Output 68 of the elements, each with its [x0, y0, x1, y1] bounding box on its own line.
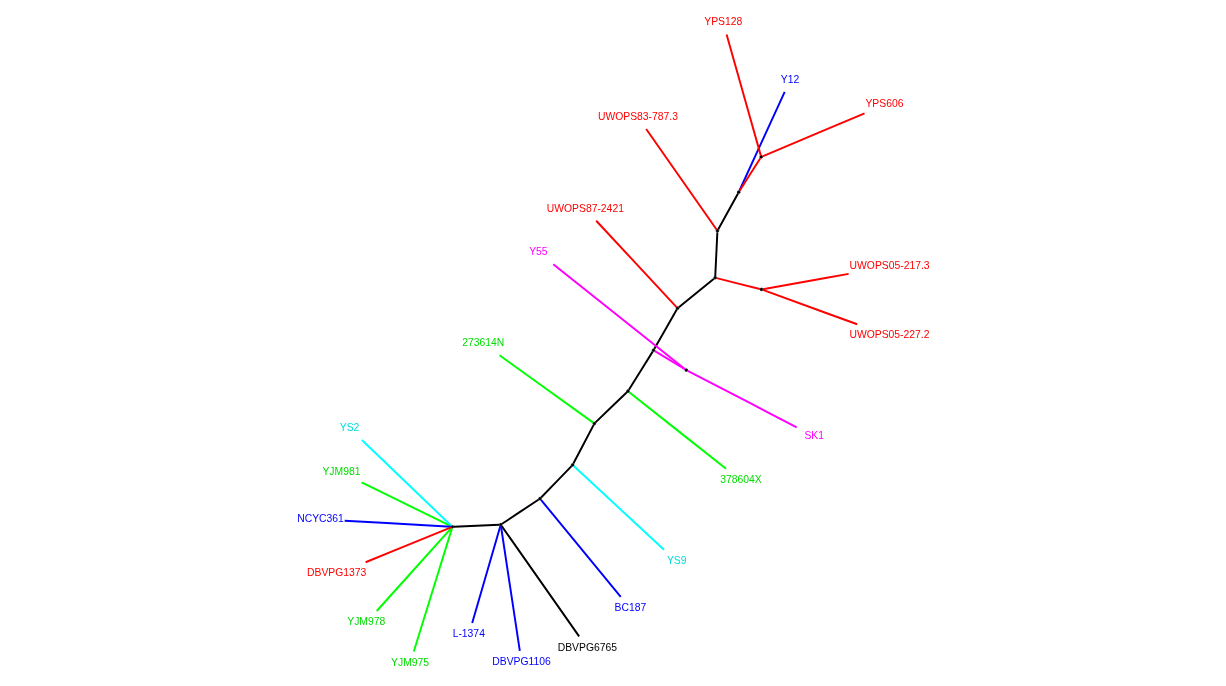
- connector: [594, 391, 628, 424]
- connector: [627, 391, 727, 470]
- node-text: DBVPG1106: [491, 656, 551, 668]
- node-text: YS2: [339, 421, 359, 433]
- node-text: YPS128: [703, 16, 742, 28]
- connector: [725, 33, 762, 157]
- connector: [343, 519, 452, 528]
- node-text: SK1: [803, 429, 824, 441]
- connector: [500, 525, 580, 638]
- node-point: [592, 421, 596, 426]
- node-text: NCYC361: [296, 512, 344, 524]
- connector: [470, 525, 501, 625]
- node-point: [759, 287, 763, 292]
- node-point: [675, 306, 679, 310]
- connector: [761, 289, 858, 326]
- connector: [498, 354, 594, 424]
- connector: [715, 277, 761, 290]
- node-text: DBVPG6765: [557, 641, 617, 653]
- connector: [499, 525, 521, 652]
- node-text: YPS606: [864, 98, 903, 110]
- node-text: UWOPS05-227.2: [848, 329, 929, 341]
- connector: [551, 263, 686, 371]
- node-point: [625, 389, 630, 393]
- connector: [412, 527, 453, 653]
- connector: [539, 465, 572, 499]
- node-text: DBVPG1373: [306, 567, 366, 579]
- node-text: YJM981: [321, 466, 360, 478]
- node-text: Y55: [528, 245, 548, 257]
- connector: [500, 498, 540, 525]
- connector: [364, 526, 452, 564]
- node-point: [498, 523, 502, 527]
- connector: [594, 219, 677, 309]
- node-text: Y12: [780, 73, 799, 85]
- connector: [653, 350, 686, 371]
- connector: [375, 526, 452, 612]
- connector: [360, 481, 452, 528]
- node-point: [712, 276, 717, 280]
- node-text: YJM975: [390, 656, 429, 668]
- connector: [686, 369, 798, 429]
- node-text: UWOPS87-2421: [546, 202, 624, 214]
- node-point: [758, 155, 763, 159]
- node-point: [715, 229, 719, 233]
- node-point: [570, 463, 574, 467]
- connector: [652, 308, 678, 350]
- node-text: BC187: [614, 602, 646, 614]
- connector: [738, 157, 761, 192]
- node-point: [684, 368, 688, 372]
- connector: [571, 423, 595, 465]
- connector: [761, 112, 865, 158]
- connector: [627, 350, 654, 391]
- node-point: [537, 496, 542, 501]
- node-point: [651, 348, 655, 352]
- connector: [677, 277, 715, 309]
- connector: [761, 272, 850, 291]
- node-point: [736, 190, 740, 194]
- node-point: [450, 525, 454, 529]
- node-text: 273614N: [461, 337, 504, 349]
- connector: [737, 90, 786, 192]
- node-text: 378604X: [719, 474, 762, 486]
- node-text: UWOPS05-217.3: [849, 260, 930, 272]
- connector: [572, 465, 665, 551]
- connector: [360, 439, 452, 527]
- connector: [539, 498, 622, 598]
- node-text: YJM978: [346, 616, 385, 628]
- node-text: UWOPS83-787.3: [597, 110, 678, 122]
- node-text: YS9: [666, 554, 687, 566]
- node-text: L-1374: [452, 628, 485, 640]
- connector: [452, 523, 500, 528]
